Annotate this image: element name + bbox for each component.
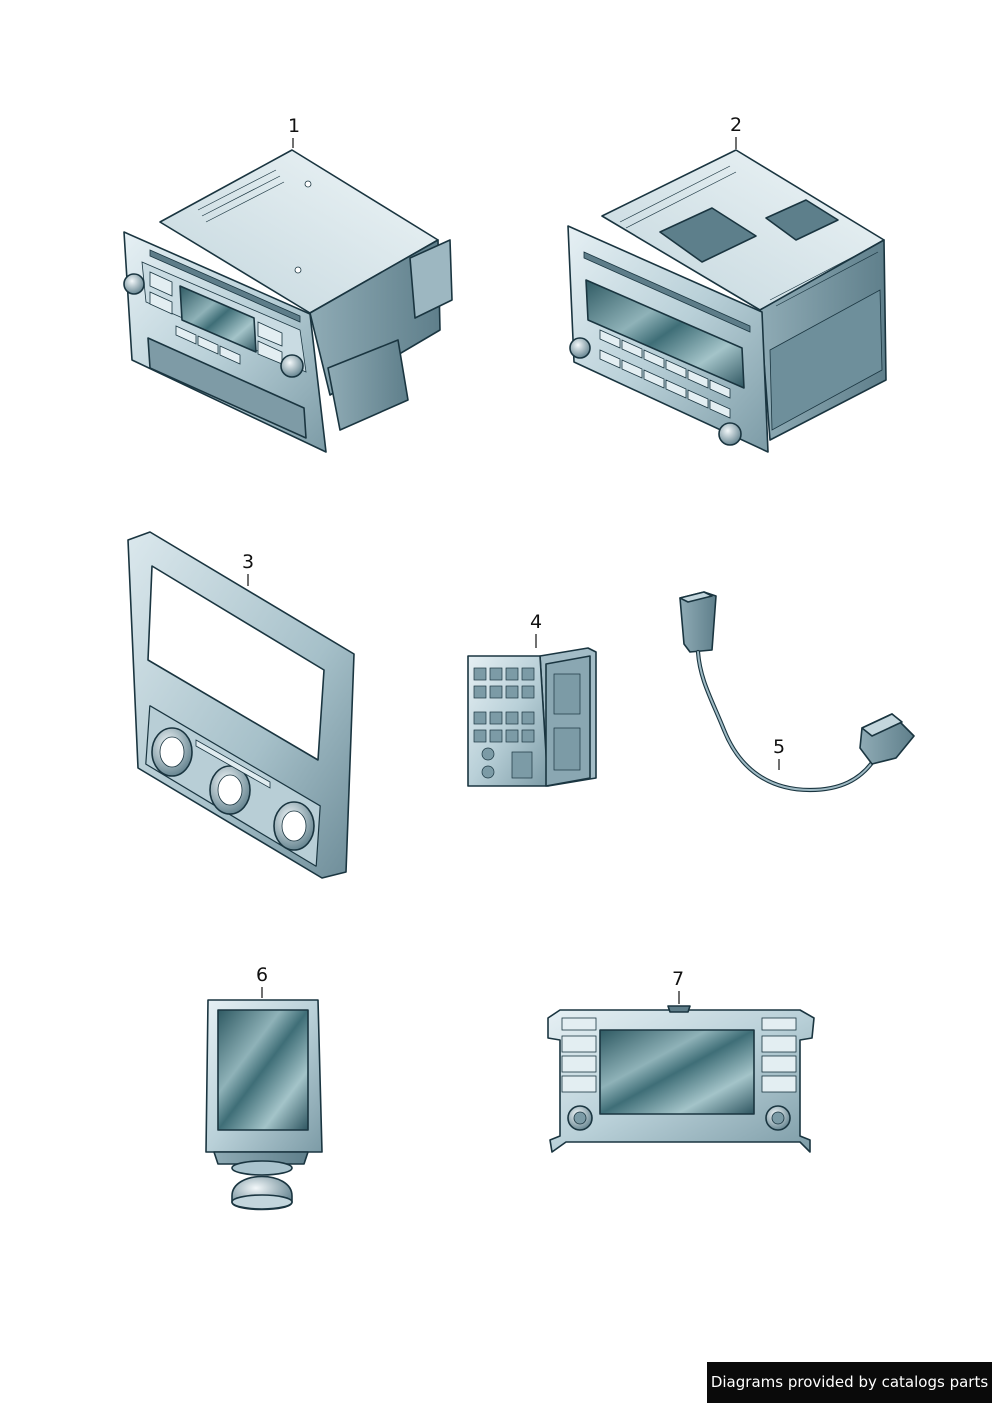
callout-number-1: 1 <box>288 115 300 137</box>
callout-3: 3 <box>242 551 254 586</box>
credit-banner: Diagrams provided by catalogs parts <box>707 1362 992 1403</box>
callout-1: 1 <box>288 115 300 148</box>
credit-text: Diagrams provided by catalogs parts <box>710 1373 989 1391</box>
navigation-unit <box>547 1005 815 1153</box>
callout-number-5: 5 <box>773 736 785 758</box>
callout-number-2: 2 <box>730 114 742 136</box>
callout-number-4: 4 <box>530 611 542 633</box>
radio-unit-2 <box>567 149 887 453</box>
adapter-cable <box>679 591 915 793</box>
callout-number-7: 7 <box>672 968 684 990</box>
connector-housing <box>467 647 597 787</box>
display-unit <box>205 999 323 1211</box>
trim-frame <box>127 531 355 879</box>
callout-2: 2 <box>730 114 742 149</box>
callout-6: 6 <box>256 964 268 998</box>
callout-4: 4 <box>530 611 542 648</box>
radio-unit-1 <box>123 149 453 453</box>
callout-7: 7 <box>672 968 684 1004</box>
callout-number-3: 3 <box>242 551 254 573</box>
callout-5: 5 <box>773 736 785 770</box>
callout-number-6: 6 <box>256 964 268 986</box>
